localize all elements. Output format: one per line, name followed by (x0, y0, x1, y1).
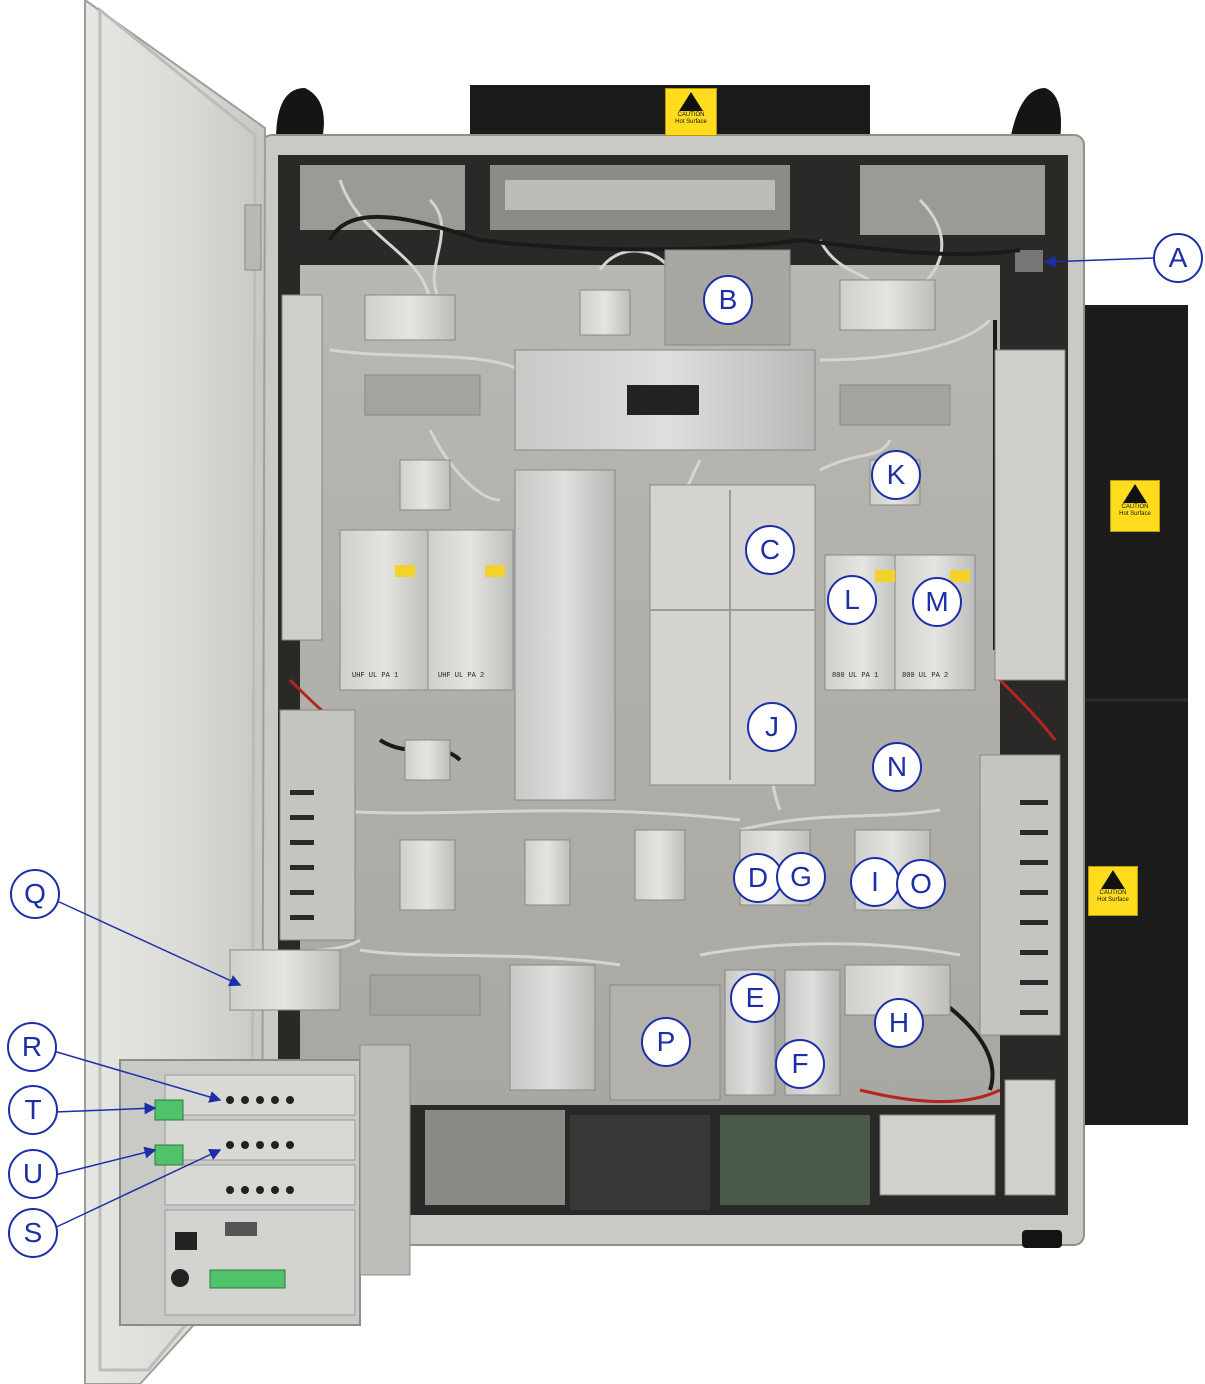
terminal-block-t (154, 1099, 184, 1121)
uhf-pa-2 (427, 529, 514, 691)
power-connector (171, 1269, 189, 1287)
door-hinge (244, 204, 262, 271)
top-rail (300, 165, 1045, 272)
fan-grille (425, 1110, 565, 1205)
control-pcb (720, 1115, 870, 1205)
card-slot-3 (164, 1164, 356, 1206)
uhf-pa-1 (339, 529, 431, 691)
vent-slots (290, 790, 1048, 1015)
hot-surface-sign-top: CAUTION Hot Surface (665, 88, 717, 136)
hot-surface-warning-icon (679, 92, 703, 111)
leader-u (54, 1146, 157, 1176)
status-leds (226, 1096, 294, 1194)
component-f (784, 969, 841, 1096)
terminal-block-u (154, 1144, 184, 1166)
callout-leader-lines (49, 255, 1156, 1231)
left-power-amplifiers (339, 529, 514, 781)
left-psu-lower (279, 709, 356, 941)
combiner-label (627, 385, 699, 415)
right-psu (994, 349, 1066, 681)
card-slot-1 (164, 1074, 356, 1116)
module-label-uhf-pa-2: UHF UL PA 2 (438, 672, 485, 680)
leader-r (49, 1049, 222, 1103)
module-label-uhf-pa-1: UHF UL PA 1 (352, 672, 399, 680)
leader-t (54, 1102, 157, 1115)
component-d-g (739, 829, 811, 906)
left-psu (281, 294, 323, 641)
component-h (844, 964, 951, 1016)
connector-a (1015, 250, 1043, 272)
component-p (609, 984, 721, 1101)
component-e (724, 969, 776, 1096)
right-lifting-eye (1010, 88, 1061, 140)
control-subrack (119, 949, 411, 1326)
ethernet-port (175, 1232, 197, 1250)
module-label-pa-3: 800 UL PA 1 (832, 672, 879, 680)
subrack-side (359, 1044, 411, 1276)
hot-surface-sign-lower-right: CAUTION Hot Surface (1088, 866, 1138, 916)
card-slot-2 (164, 1119, 356, 1161)
side-heat-sink (1083, 305, 1188, 1125)
hot-surface-sign-upper-right: CAUTION Hot Surface (1110, 480, 1160, 532)
right-power-amplifiers (824, 554, 976, 691)
terminal-block-io (209, 1269, 286, 1289)
left-lifting-eye (276, 88, 324, 140)
component-k (869, 459, 921, 506)
component-q (229, 949, 341, 1011)
leader-q (54, 899, 242, 987)
component-i-o (854, 829, 931, 911)
serial-port (225, 1222, 257, 1236)
hot-surface-warning-icon (1123, 484, 1147, 503)
hot-surface-warning-icon (1101, 870, 1125, 889)
cavity-filter-left (514, 469, 616, 801)
component-b (664, 249, 791, 346)
leader-a (1043, 255, 1156, 268)
bottom-electronics (425, 1079, 1056, 1210)
leader-s (49, 1149, 222, 1231)
module-label-pa-4: 800 UL PA 2 (902, 672, 949, 680)
controller-card (164, 1209, 356, 1316)
cavity-filters (514, 469, 816, 801)
duplexer-c-j (649, 484, 816, 786)
